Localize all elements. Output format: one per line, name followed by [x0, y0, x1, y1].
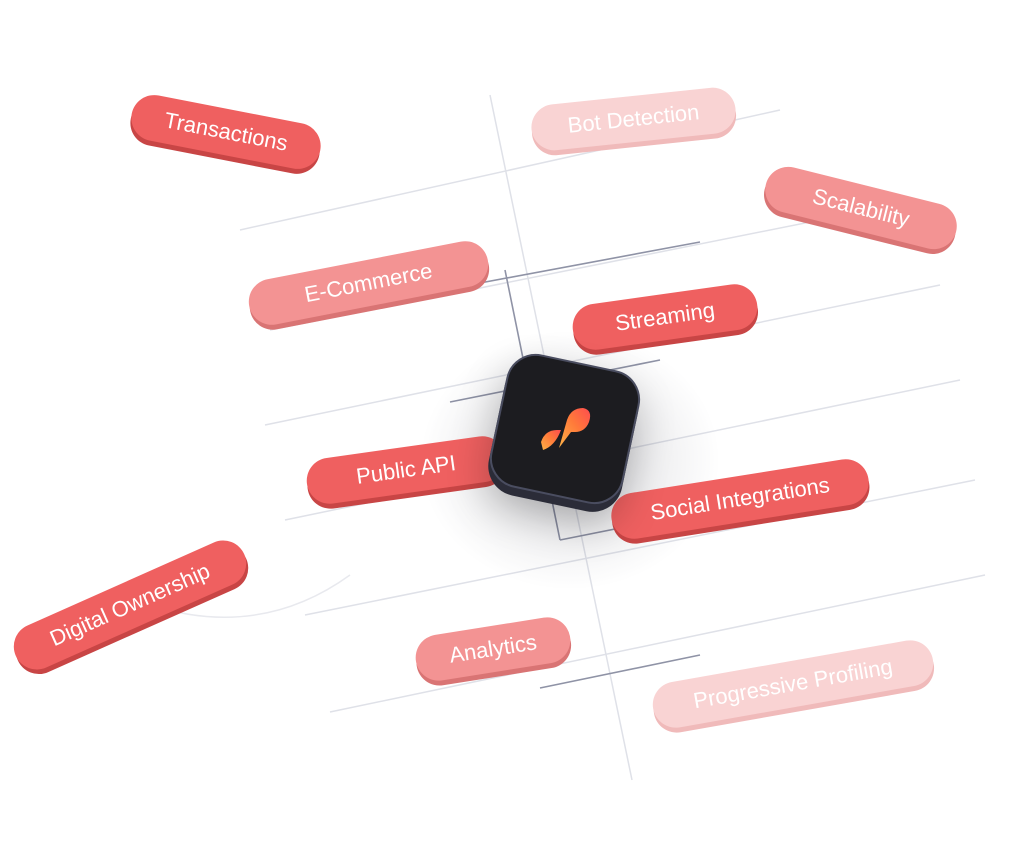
brand-logo-icon — [541, 408, 591, 450]
brand-logo-tile — [484, 348, 646, 510]
